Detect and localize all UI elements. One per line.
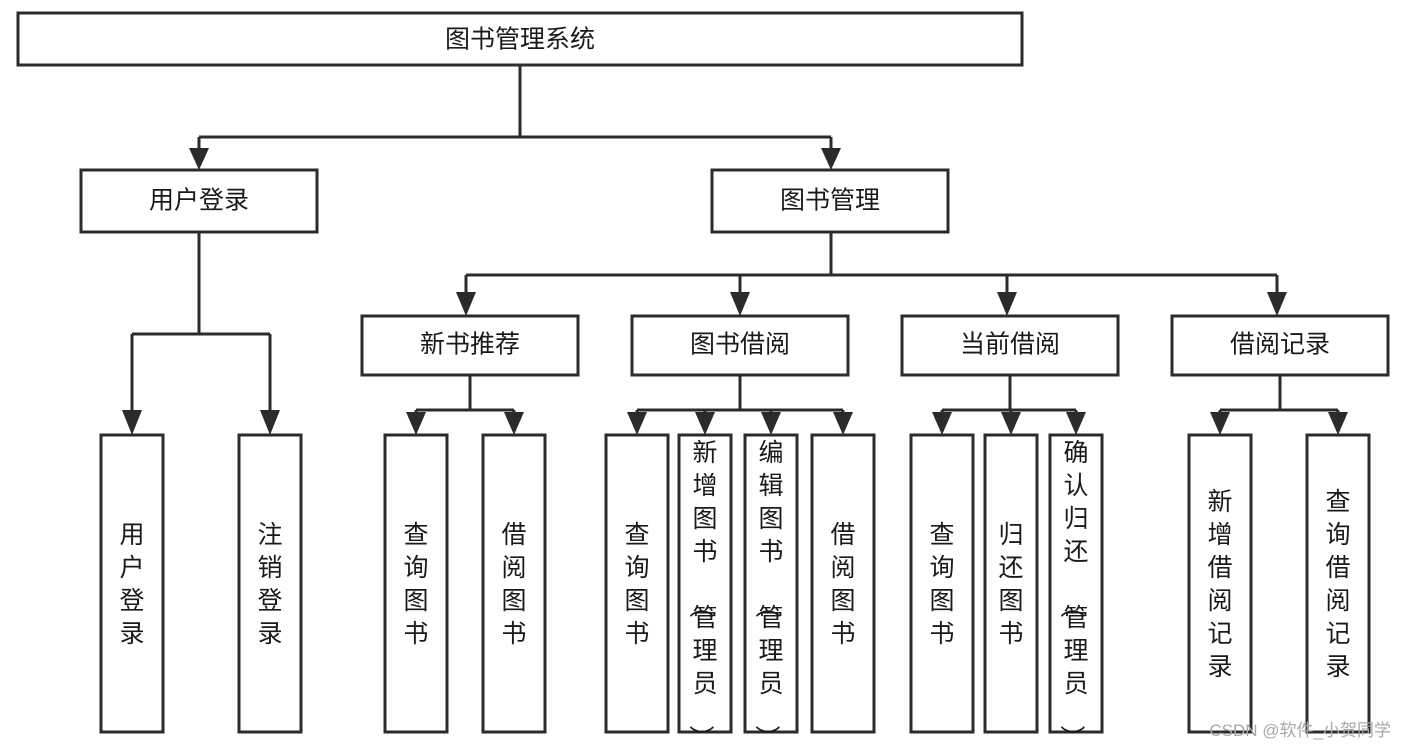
node-leaf-confirm-return-admin-label: 确认归还（管理员） — [1057, 439, 1088, 747]
arrow-head-leaf-confirm-return-admin — [1066, 412, 1086, 435]
arrow-head-leaf-add-book-admin — [695, 412, 715, 435]
node-borrow-record-box[interactable] — [1170, 314, 1390, 377]
node-leaf-confirm-return-admin-box[interactable] — [1048, 433, 1104, 734]
node-root-box[interactable] — [16, 11, 1024, 67]
arrow-head-leaf-borrow-book-rec — [504, 412, 524, 435]
connector-group-new-book-recommend — [406, 375, 524, 435]
node-leaf-borrow-book-box[interactable] — [810, 433, 876, 734]
connector-group-current-borrow — [932, 375, 1086, 435]
arrow-head-leaf-query-book-cur — [932, 412, 952, 435]
arrow-head-leaf-query-borrow-record — [1328, 412, 1348, 435]
node-user-login-label: 用户登录 — [149, 187, 249, 215]
node-book-manage[interactable]: 图书管理 — [710, 168, 950, 234]
node-leaf-confirm-return-admin[interactable]: 确认归还（管理员） — [1048, 433, 1104, 747]
node-leaf-return-book[interactable]: 归还图书 — [983, 433, 1039, 734]
connector-group-root — [189, 65, 841, 170]
arrow-head-leaf-edit-book-admin — [761, 412, 781, 435]
arrow-head-leaf-add-borrow-record — [1210, 412, 1230, 435]
node-leaf-add-borrow-record-label: 新增借阅记录 — [1207, 488, 1232, 681]
node-leaf-add-book-admin-box[interactable] — [677, 433, 733, 734]
node-leaf-query-book-rec-box[interactable] — [383, 433, 449, 734]
node-new-book-recommend-box[interactable] — [360, 314, 580, 377]
node-leaf-add-book-admin[interactable]: 新增图书（管理员） — [677, 433, 733, 747]
arrow-head-user-login — [189, 148, 209, 170]
node-leaf-query-book-borrow-label: 查询图书 — [624, 521, 649, 648]
connector-group-book-manage — [456, 232, 1287, 316]
arrow-head-borrow-record — [1267, 292, 1287, 316]
connector-group-borrow-record — [1210, 375, 1348, 435]
node-leaf-query-book-cur-label: 查询图书 — [929, 521, 954, 648]
csdn-watermark: CSDN @软件_小贺同学 — [1209, 721, 1391, 740]
node-current-borrow-box[interactable] — [900, 314, 1120, 377]
node-leaf-edit-book-admin-label: 编辑图书（管理员） — [752, 439, 783, 747]
node-leaf-return-book-box[interactable] — [983, 433, 1039, 734]
arrow-head-leaf-query-book-rec — [406, 412, 426, 435]
node-leaf-logout-login[interactable]: 注销登录 — [237, 433, 303, 734]
node-borrow-record-label: 借阅记录 — [1230, 331, 1330, 359]
node-current-borrow-label: 当前借阅 — [960, 331, 1060, 359]
node-leaf-logout-login-label: 注销登录 — [257, 521, 282, 648]
node-user-login-box[interactable] — [79, 168, 319, 234]
node-leaf-query-book-borrow-box[interactable] — [604, 433, 670, 734]
node-leaf-query-borrow-record-label: 查询借阅记录 — [1325, 488, 1350, 681]
node-leaf-logout-login-box[interactable] — [237, 433, 303, 734]
node-root[interactable]: 图书管理系统 — [16, 11, 1024, 67]
node-borrow-record[interactable]: 借阅记录 — [1170, 314, 1390, 377]
arrow-head-new-book-recommend — [456, 292, 476, 316]
node-leaf-add-book-admin-label: 新增图书（管理员） — [686, 439, 717, 747]
node-leaf-borrow-book-label: 借阅图书 — [830, 521, 855, 648]
arrow-head-current-borrow — [997, 292, 1017, 316]
arrow-head-leaf-return-book — [1001, 412, 1021, 435]
node-leaf-borrow-book[interactable]: 借阅图书 — [810, 433, 876, 734]
node-leaf-user-login-label: 用户登录 — [119, 521, 144, 648]
connector-group-user-login — [122, 232, 280, 435]
node-leaf-query-book-cur-box[interactable] — [909, 433, 975, 734]
arrow-head-book-borrow — [730, 292, 750, 316]
node-leaf-borrow-book-rec-box[interactable] — [481, 433, 547, 734]
node-book-borrow-label: 图书借阅 — [690, 331, 790, 359]
arrow-head-leaf-borrow-book — [833, 412, 853, 435]
node-leaf-user-login[interactable]: 用户登录 — [99, 433, 165, 734]
node-book-manage-box[interactable] — [710, 168, 950, 234]
node-new-book-recommend[interactable]: 新书推荐 — [360, 314, 580, 377]
node-current-borrow[interactable]: 当前借阅 — [900, 314, 1120, 377]
node-leaf-add-borrow-record[interactable]: 新增借阅记录 — [1187, 433, 1253, 734]
arrow-head-leaf-user-login — [122, 410, 142, 435]
node-root-label: 图书管理系统 — [445, 26, 595, 54]
node-leaf-user-login-box[interactable] — [99, 433, 165, 734]
node-leaf-edit-book-admin-box[interactable] — [743, 433, 799, 734]
node-leaf-add-borrow-record-box[interactable] — [1187, 433, 1253, 734]
node-leaf-query-borrow-record[interactable]: 查询借阅记录 — [1305, 433, 1371, 734]
arrow-head-book-manage — [821, 148, 841, 170]
node-leaf-borrow-book-rec-label: 借阅图书 — [501, 521, 526, 648]
arrow-head-leaf-logout-login — [260, 410, 280, 435]
node-leaf-query-book-borrow[interactable]: 查询图书 — [604, 433, 670, 734]
node-leaf-return-book-label: 归还图书 — [998, 521, 1023, 648]
node-leaf-borrow-book-rec[interactable]: 借阅图书 — [481, 433, 547, 734]
node-leaf-query-book-rec-label: 查询图书 — [403, 521, 428, 648]
node-book-manage-label: 图书管理 — [780, 187, 880, 215]
node-leaf-edit-book-admin[interactable]: 编辑图书（管理员） — [743, 433, 799, 747]
arrow-head-leaf-query-book-borrow — [627, 412, 647, 435]
connector-group-book-borrow — [627, 375, 853, 435]
node-leaf-query-book-rec[interactable]: 查询图书 — [383, 433, 449, 734]
node-user-login[interactable]: 用户登录 — [79, 168, 319, 234]
node-book-borrow[interactable]: 图书借阅 — [630, 314, 850, 377]
node-book-borrow-box[interactable] — [630, 314, 850, 377]
node-leaf-query-book-cur[interactable]: 查询图书 — [909, 433, 975, 734]
node-leaf-query-borrow-record-box[interactable] — [1305, 433, 1371, 734]
node-new-book-recommend-label: 新书推荐 — [420, 331, 520, 359]
